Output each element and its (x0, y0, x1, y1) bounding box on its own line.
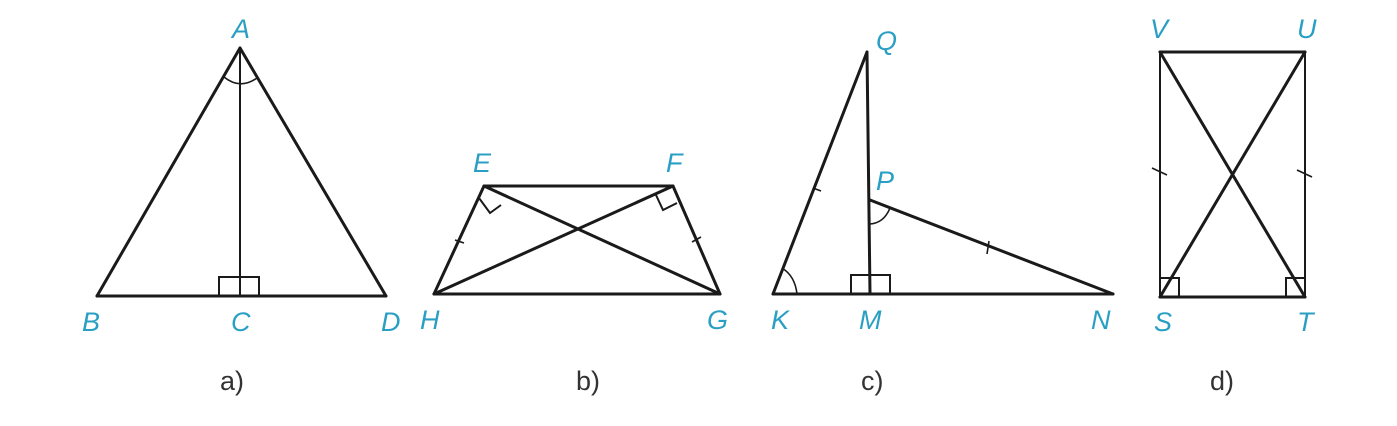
tick-PN (986, 240, 990, 255)
segment-QK (771, 50, 869, 296)
vertex-label-B: B (82, 307, 100, 337)
angle-arc-A (223, 76, 258, 85)
tick-VS (1151, 167, 1168, 176)
vertex-label-U: U (1297, 14, 1317, 44)
segment-PN (868, 198, 1115, 296)
vertex-label-K: K (771, 305, 790, 335)
right-angle-mark-C (218, 276, 260, 296)
vertex-label-Q: Q (876, 26, 897, 56)
vertex-label-V: V (1150, 14, 1171, 44)
tick-EH (454, 239, 465, 244)
figure-b: E F H G b) (420, 148, 728, 396)
caption-a: a) (220, 366, 244, 396)
segment-AD (238, 46, 388, 298)
right-angle-mark-M (850, 274, 891, 294)
right-angle-mark-E (478, 197, 502, 215)
angle-arc-K (781, 267, 798, 295)
vertex-label-C: C (231, 307, 251, 337)
diagonal-US (1158, 50, 1307, 299)
vertex-label-E: E (473, 148, 492, 178)
vertex-label-F: F (666, 148, 684, 178)
vertex-label-A: A (230, 14, 250, 44)
tick-UT (1296, 169, 1313, 178)
caption-b: b) (576, 366, 600, 396)
figure-a: A B C D a) (82, 14, 401, 396)
vertex-label-M: M (859, 305, 882, 335)
vertex-label-P: P (876, 166, 894, 196)
segment-EH (432, 184, 486, 296)
right-angle-mark-S (1160, 277, 1180, 297)
diagonal-FH (432, 184, 675, 296)
tick-FG (691, 236, 702, 243)
vertex-label-N: N (1091, 305, 1111, 335)
segment-QM (865, 50, 872, 296)
tick-KQ (812, 187, 822, 192)
diagonal-EG (482, 184, 722, 296)
figure-d: V U S T d) (1150, 14, 1317, 396)
vertex-label-D: D (381, 307, 401, 337)
right-angle-mark-F (655, 194, 678, 212)
vertex-label-S: S (1154, 307, 1172, 337)
figure-c: Q P K M N c) (771, 26, 1115, 396)
vertex-label-H: H (420, 305, 440, 335)
caption-d: d) (1210, 366, 1234, 396)
vertex-label-T: T (1297, 307, 1316, 337)
caption-c: c) (861, 366, 884, 396)
right-angle-mark-T (1285, 277, 1305, 297)
segment-AB (95, 46, 242, 298)
angle-arc-P (869, 207, 891, 225)
vertex-label-G: G (707, 305, 728, 335)
